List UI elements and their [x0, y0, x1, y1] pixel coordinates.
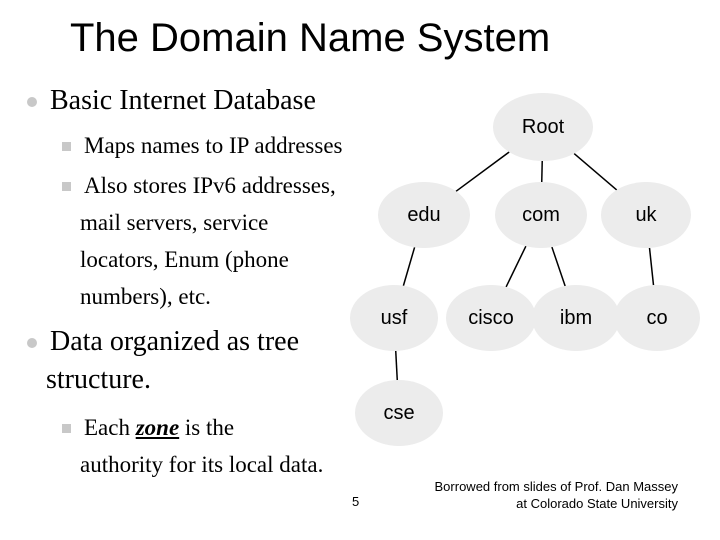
bullet-data-organized-line1: Data organized as tree — [50, 326, 300, 357]
sub-bullet-also-stores-line3: locators, Enum (phone — [80, 247, 289, 272]
tree-edge-edu-usf — [402, 247, 416, 286]
tree-edge-root-edu — [455, 151, 510, 192]
zone-emphasis: zone — [135, 415, 180, 440]
sub-bullet-also-stores-line1: Also stores IPv6 addresses, — [84, 173, 336, 198]
tree-node-uk: uk — [601, 182, 691, 248]
sub-bullet-zone-line1: Each zone is the — [84, 409, 234, 446]
tree-node-cse: cse — [355, 380, 443, 446]
tree-node-edu: edu — [378, 182, 470, 248]
sub-bullet-square — [62, 142, 71, 151]
tree-node-cisco: cisco — [446, 285, 536, 351]
bullet-dot — [27, 97, 37, 107]
credit-line-1: Borrowed from slides of Prof. Dan Massey — [434, 479, 678, 494]
slide-title: The Domain Name System — [70, 16, 551, 60]
sub-bullet-also-stores-line4: numbers), etc. — [80, 284, 211, 309]
tree-node-com: com — [495, 182, 587, 248]
zone-text-before: Each — [84, 415, 136, 440]
bullet-data-organized-line2: structure. — [46, 364, 151, 395]
tree-edge-root-uk — [573, 153, 618, 191]
sub-bullet-square — [62, 424, 71, 433]
tree-node-co: co — [614, 285, 700, 351]
page-number: 5 — [352, 494, 360, 509]
tree-node-usf: usf — [350, 285, 438, 351]
credit-line-2: at Colorado State University — [516, 496, 678, 511]
tree-edge-com-cisco — [505, 245, 527, 288]
bullet-dot — [27, 338, 37, 348]
tree-edge-com-ibm — [551, 246, 566, 287]
tree-node-ibm: ibm — [532, 285, 620, 351]
tree-edge-usf-cse — [394, 350, 399, 381]
sub-bullet-zone-line2: authority for its local data. — [80, 452, 324, 477]
credit-note: Borrowed from slides of Prof. Dan Massey… — [390, 478, 678, 512]
bullet-basic-internet-database: Basic Internet Database — [50, 85, 316, 116]
tree-edge-uk-co — [648, 247, 655, 286]
zone-text-after: is the — [179, 415, 235, 440]
sub-bullet-also-stores-line2: mail servers, service — [80, 210, 269, 235]
sub-bullet-square — [62, 182, 71, 191]
sub-bullet-maps-names: Maps names to IP addresses — [84, 133, 343, 158]
tree-node-root: Root — [493, 93, 593, 161]
